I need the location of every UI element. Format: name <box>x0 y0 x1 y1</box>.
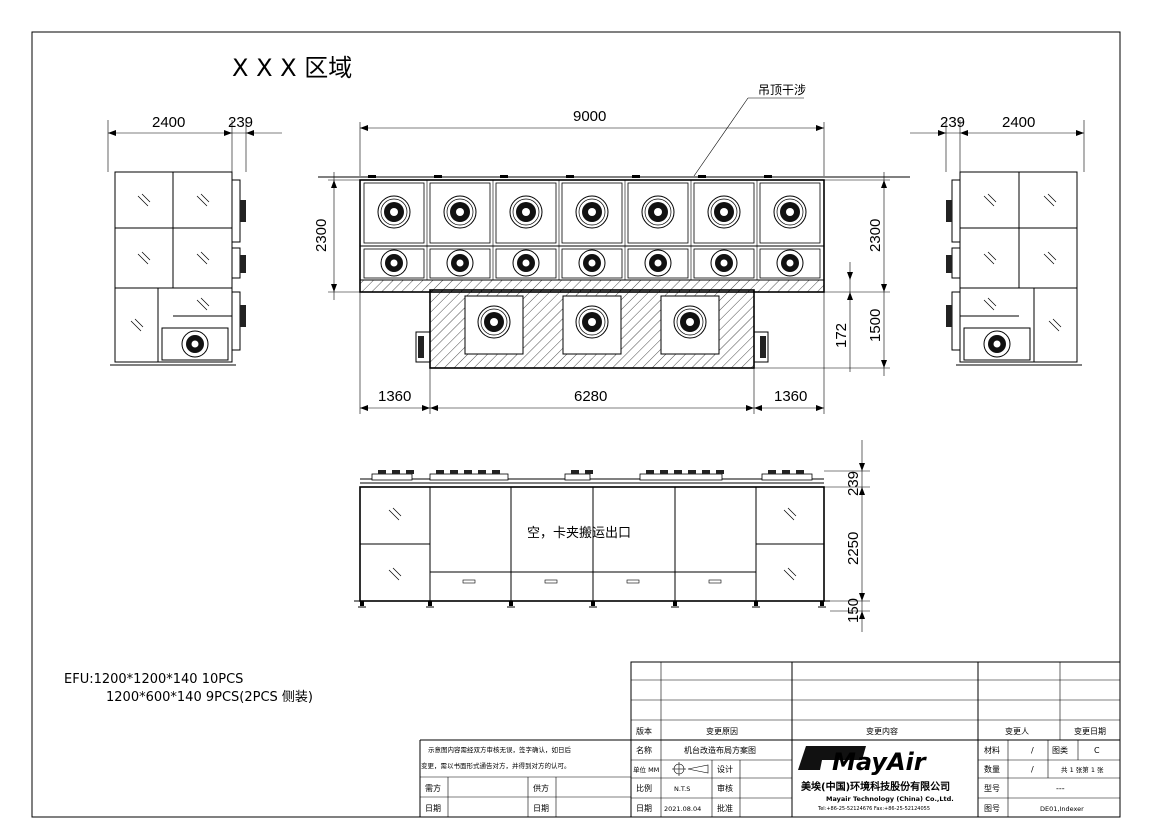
dim-top-total: 9000 <box>573 108 606 125</box>
note-line-2: 1200*600*140 9PCS(2PCS 侧装) <box>106 690 313 705</box>
dim-left-width: 2400 <box>152 114 185 131</box>
tb-model-label: 型号 <box>984 784 1000 793</box>
tb-drawing-label: 图号 <box>984 804 1000 813</box>
dim-right-width: 2400 <box>1002 114 1035 131</box>
dim-elev-bottom: 150 <box>845 598 862 623</box>
tb-design-label: 设计 <box>717 764 733 774</box>
left-side-view <box>107 120 282 366</box>
tb-company-cn: 美埃(中国)环境科技股份有限公司 <box>801 780 950 793</box>
tb-material-label: 材料 <box>984 745 1000 755</box>
tb-model-value: --- <box>1056 784 1065 793</box>
sheet-border <box>31 31 1121 818</box>
front-elevation <box>354 440 870 632</box>
tb-name-value: 机台改造布局方案图 <box>684 745 756 755</box>
tb-date2-label: 日期 <box>533 804 549 813</box>
tb-unit-label: 单位 MM <box>633 765 659 774</box>
title-block <box>419 661 1121 818</box>
tb-date-row-label: 日期 <box>636 804 652 813</box>
tb-class-value: C <box>1094 746 1100 755</box>
tb-person-label: 变更人 <box>1005 726 1029 736</box>
dim-height-right: 2300 <box>867 219 884 252</box>
tb-date1-label: 日期 <box>425 804 441 813</box>
tb-date-label: 变更日期 <box>1074 726 1106 736</box>
tb-scale-label: 比例 <box>636 783 652 793</box>
tb-qty-value: / <box>1031 765 1034 774</box>
tb-name-label: 名称 <box>636 745 652 755</box>
dim-bottom-left: 1360 <box>378 388 411 405</box>
tb-disclaimer-1: 示意图内容需经双方审核无误，签字确认，如日后 <box>428 745 572 754</box>
dim-offset: 172 <box>833 323 850 348</box>
tb-class-label: 图类 <box>1052 745 1068 755</box>
tb-reason-label: 变更原因 <box>706 726 738 736</box>
dim-left-thickness: 239 <box>228 114 253 131</box>
tb-demand-label: 需方 <box>425 783 441 793</box>
dim-elev-middle: 2250 <box>845 532 862 565</box>
tb-material-value: / <box>1031 746 1034 755</box>
tb-date-value: 2021.08.04 <box>664 805 701 813</box>
tb-sheets: 共 1 张第 1 张 <box>1061 765 1104 774</box>
tb-review-label: 审核 <box>717 783 733 793</box>
tb-content-label: 变更内容 <box>866 726 898 736</box>
tb-company-tel: Tel:+86-25-52124676 Fax:+86-25-52124055 <box>817 806 930 812</box>
tb-scale-value: N.T.S <box>674 785 690 793</box>
tb-disclaimer-2: 变更，需以书面形式通告对方，并得到对方的认可。 <box>421 761 571 770</box>
callout-ceiling-interference: 吊顶干涉 <box>758 83 806 97</box>
dim-bottom-middle: 6280 <box>574 388 607 405</box>
tb-logo: MayAir <box>832 748 928 776</box>
plan-view <box>318 97 910 414</box>
dim-elev-top: 239 <box>845 471 862 496</box>
right-side-view <box>910 120 1085 366</box>
tb-qty-label: 数量 <box>984 764 1000 774</box>
tb-approve-label: 批准 <box>717 803 733 813</box>
tb-supply-label: 供方 <box>533 783 549 793</box>
center-text: 空，卡夹搬运出口 <box>527 526 631 541</box>
tb-company-en: Mayair Technology (China) Co.,Ltd. <box>826 795 954 803</box>
dim-height-left: 2300 <box>313 219 330 252</box>
note-line-1: EFU:1200*1200*140 10PCS <box>64 672 243 687</box>
area-title: X X X 区域 <box>232 54 352 82</box>
tb-drawing-value: DE01,Indexer <box>1040 805 1084 813</box>
dim-lower-height: 1500 <box>867 309 884 342</box>
tb-version-label: 版本 <box>636 726 652 736</box>
dim-right-thickness: 239 <box>940 114 965 131</box>
dim-bottom-right: 1360 <box>774 388 807 405</box>
